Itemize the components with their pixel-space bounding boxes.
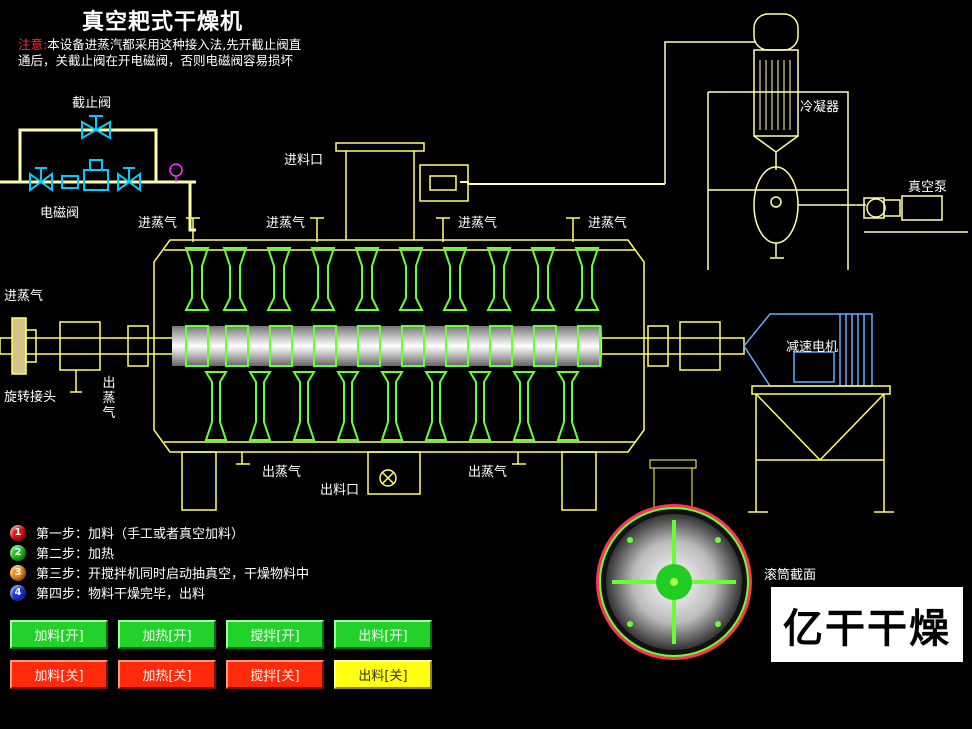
step-2-text: 第二步：加热 xyxy=(36,547,115,562)
notice-line1: 本设备进蒸汽都采用这种接入法,先开截止阀直 xyxy=(47,37,302,52)
label-steam-out-1: 出蒸气 xyxy=(262,465,302,480)
label-feed-inlet: 进料口 xyxy=(284,153,324,168)
label-steam-out-2: 出蒸气 xyxy=(468,465,508,480)
label-vacuum-pump: 真空泵 xyxy=(908,180,948,195)
vessel-body xyxy=(153,239,645,511)
label-rotary-joint: 旋转接头 xyxy=(4,390,57,405)
label-reducer-motor: 减速电机 xyxy=(786,340,839,355)
step-4-text: 第四步：物料干燥完毕，出料 xyxy=(36,587,206,602)
step-4: 4 第四步：物料干燥完毕，出料 xyxy=(10,583,205,602)
label-condenser: 冷凝器 xyxy=(800,100,840,115)
stop-valve-icon xyxy=(81,115,111,140)
label-stop-valve: 截止阀 xyxy=(72,96,112,111)
step-2: 2 第二步：加热 xyxy=(10,543,114,562)
paddle-arms xyxy=(184,247,601,441)
step-3-badge: 3 xyxy=(10,564,26,581)
motor-stand xyxy=(748,385,894,513)
heat-off-button[interactable]: 加热[关] xyxy=(118,660,216,689)
feed-hopper xyxy=(335,142,469,240)
feed-on-button[interactable]: 加料[开] xyxy=(10,620,108,649)
step-1: 1 第一步：加料（手工或者真空加料） xyxy=(10,523,244,542)
pressure-gauge-icon xyxy=(169,163,183,182)
steam-inlet-stubs xyxy=(186,217,580,242)
label-solenoid-valve: 电磁阀 xyxy=(40,206,80,221)
label-steam-in-2: 进蒸气 xyxy=(266,216,306,231)
heat-on-button[interactable]: 加热[开] xyxy=(118,620,216,649)
label-steam-in-1: 进蒸气 xyxy=(138,216,178,231)
step-3: 3 第三步：开搅拌机同时启动抽真空，干燥物料中 xyxy=(10,563,309,582)
label-steam-in-left: 进蒸气 xyxy=(4,289,44,304)
page-title: 真空耙式干燥机 xyxy=(82,10,244,35)
stir-off-button[interactable]: 搅拌[关] xyxy=(226,660,324,689)
brand-logo: 亿干干燥 xyxy=(771,587,963,662)
discharge-on-button[interactable]: 出料[开] xyxy=(334,620,432,649)
step-1-text: 第一步：加料（手工或者真空加料） xyxy=(36,527,245,542)
step-1-badge: 1 xyxy=(10,524,26,541)
label-discharge: 出料口 xyxy=(320,483,360,498)
feed-off-button[interactable]: 加料[关] xyxy=(10,660,108,689)
label-steam-in-4: 进蒸气 xyxy=(588,216,628,231)
reducer-motor xyxy=(743,313,873,387)
step-2-badge: 2 xyxy=(10,544,26,561)
solenoid-valve-icon xyxy=(29,159,141,192)
notice-text: 注意:本设备进蒸汽都采用这种接入法,先开截止阀直 通后，关截止阀在开电磁阀，否则… xyxy=(18,37,348,69)
label-steam-in-3: 进蒸气 xyxy=(458,216,498,231)
step-4-badge: 4 xyxy=(10,584,26,601)
condenser xyxy=(460,13,968,270)
notice-prefix: 注意: xyxy=(18,37,48,52)
stir-on-button[interactable]: 搅拌[开] xyxy=(226,620,324,649)
drum-cross-section xyxy=(596,459,752,660)
label-drum-section: 滚筒截面 xyxy=(764,568,817,583)
notice-line2: 通后，关截止阀在开电磁阀，否则电磁阀容易损坏 xyxy=(18,53,294,68)
discharge-off-button[interactable]: 出料[关] xyxy=(334,660,432,689)
label-steam-out-side: 出蒸气 xyxy=(102,376,116,421)
agitator-shaft xyxy=(0,317,745,393)
step-3-text: 第三步：开搅拌机同时启动抽真空，干燥物料中 xyxy=(36,567,310,582)
